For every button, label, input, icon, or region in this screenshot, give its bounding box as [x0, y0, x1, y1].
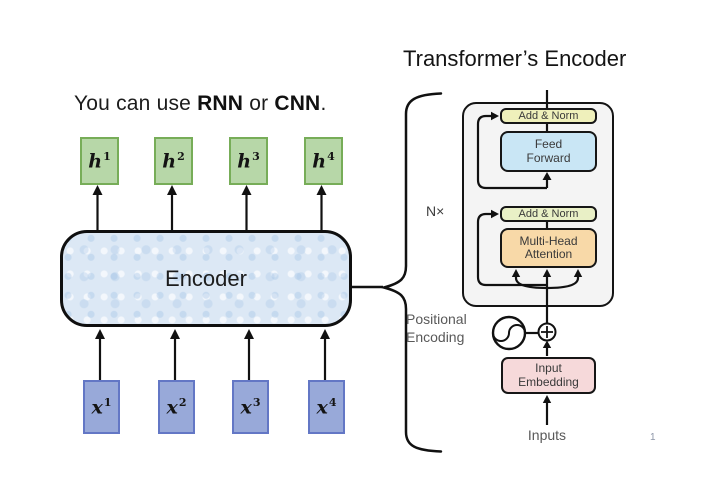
hidden-state-label: h1 [88, 149, 111, 173]
caption-pre: You can use [74, 92, 198, 115]
mha-label-line1: Multi-Head [519, 233, 578, 248]
hidden-state-box-3: h3 [229, 137, 268, 185]
input-embedding-label-line1: Input [535, 360, 562, 375]
input-embedding-label-line2: Embedding [518, 374, 579, 389]
positional-encoding-line1: Positional [406, 311, 467, 327]
arrowheads [92, 111, 583, 403]
input-vector-label: x4 [316, 395, 337, 419]
input-embedding-block: Input Embedding [501, 357, 596, 394]
feed-forward-label-line2: Forward [526, 150, 571, 165]
encoder-label: Encoder [165, 265, 247, 291]
right-title: Transformer’s Encoder [403, 46, 627, 71]
hidden-state-label: h2 [162, 149, 185, 173]
sine-wave-icon [491, 315, 527, 351]
add-norm-2-block: Add & Norm [500, 206, 597, 222]
mha-label-line2: Attention [524, 247, 573, 261]
hidden-state-box-2: h2 [154, 137, 193, 185]
feed-forward-label-line1: Feed [534, 137, 563, 152]
plus-circle-icon [537, 322, 557, 342]
inputs-label: Inputs [527, 427, 567, 443]
input-vector-label: x2 [166, 395, 187, 419]
input-vector-box-4: x4 [308, 380, 345, 434]
x-to-encoder-arrows [98, 338, 327, 381]
add-norm-1-block: Add & Norm [500, 108, 597, 124]
input-vector-box-1: x1 [83, 380, 120, 434]
positional-encoding-line2: Encoding [406, 328, 465, 345]
add-norm-2-label: Add & Norm [518, 207, 579, 220]
caption-cnn: CNN [274, 92, 321, 115]
n-times-label: N× [426, 203, 445, 219]
input-vector-label: x1 [91, 395, 112, 419]
multi-head-attention-block: Multi-Head Attention [500, 228, 597, 268]
encoder-to-h-arrows [96, 194, 323, 231]
positional-encoding-label: Positional Encoding [406, 311, 467, 346]
page-number: 1 [650, 432, 656, 443]
hidden-state-label: h3 [237, 149, 260, 173]
input-vector-box-2: x2 [158, 380, 195, 434]
caption-end: . [320, 92, 327, 115]
left-caption: You can use RNN or CNN. [74, 92, 326, 116]
caption-rnn: RNN [197, 92, 244, 115]
residual-loop-1 [476, 114, 547, 190]
feed-forward-block: Feed Forward [500, 131, 597, 172]
hidden-state-box-1: h1 [80, 137, 119, 185]
residual-loop-2 [476, 212, 547, 287]
caption-mid: or [243, 92, 275, 115]
input-vector-box-3: x3 [232, 380, 269, 434]
hidden-state-box-4: h4 [304, 137, 343, 185]
encoder-block: Encoder [60, 230, 352, 327]
input-vector-label: x3 [240, 395, 261, 419]
hidden-state-label: h4 [312, 149, 335, 173]
curly-brace [379, 92, 443, 453]
add-norm-1-label: Add & Norm [518, 109, 579, 122]
